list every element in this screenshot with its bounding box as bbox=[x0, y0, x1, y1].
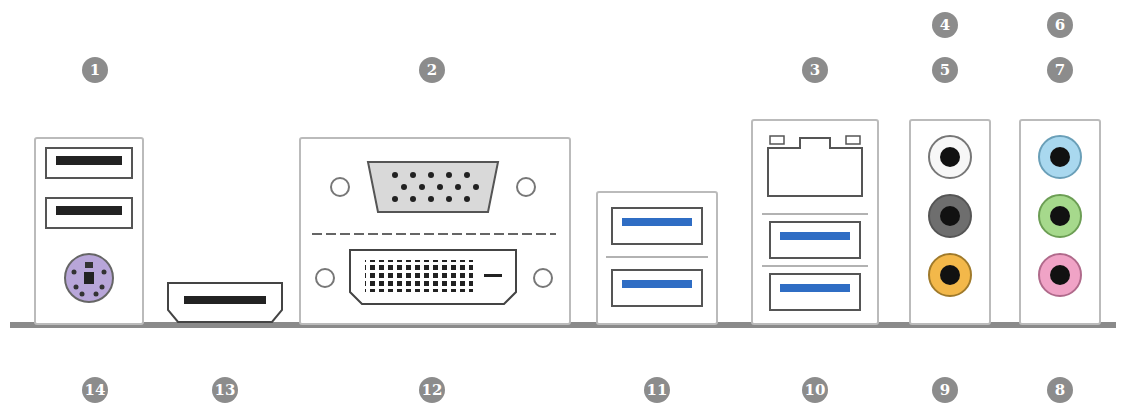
callout-number: 14 bbox=[82, 377, 108, 403]
callout-number: 4 bbox=[932, 12, 958, 38]
callout-number: 8 bbox=[1047, 377, 1073, 403]
callout-number: 6 bbox=[1047, 12, 1073, 38]
callout-number: 7 bbox=[1047, 57, 1073, 83]
callout-number: 10 bbox=[802, 377, 828, 403]
callout-number: 12 bbox=[419, 377, 445, 403]
callout-number: 5 bbox=[932, 57, 958, 83]
callout-number: 1 bbox=[82, 57, 108, 83]
callout-number: 13 bbox=[212, 377, 238, 403]
callout-number: 2 bbox=[419, 57, 445, 83]
callout-number: 3 bbox=[802, 57, 828, 83]
callout-number: 11 bbox=[644, 377, 670, 403]
callout-number: 9 bbox=[932, 377, 958, 403]
